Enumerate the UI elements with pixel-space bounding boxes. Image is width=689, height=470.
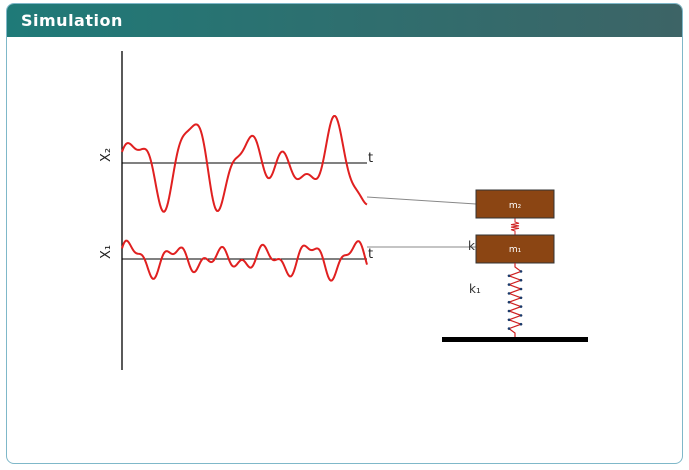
spring-node bbox=[507, 300, 511, 304]
spring-k1-label: k₁ bbox=[469, 282, 481, 296]
spring-node bbox=[507, 283, 511, 286]
spring-node bbox=[519, 270, 523, 273]
spring-node bbox=[519, 322, 523, 326]
spring-node bbox=[519, 305, 523, 308]
mass-m2 bbox=[475, 189, 555, 219]
spring-node bbox=[519, 278, 523, 282]
x2-axis-label: X₂ bbox=[99, 148, 114, 162]
x1-axis-label: X₁ bbox=[99, 245, 114, 259]
spring-node bbox=[507, 327, 511, 330]
spring-node bbox=[507, 274, 511, 278]
x1-waveform bbox=[121, 239, 368, 282]
spring-node bbox=[507, 318, 511, 322]
spring-node bbox=[519, 287, 523, 291]
simulation-canvas: X₂ X₁ t t k m₂ m₁ k₁ bbox=[7, 37, 682, 463]
spring-node bbox=[519, 296, 523, 300]
panel-header: Simulation bbox=[7, 4, 682, 37]
panel-title: Simulation bbox=[21, 11, 123, 30]
spring-node bbox=[507, 292, 511, 295]
x2-waveform bbox=[121, 114, 368, 213]
spring-k2 bbox=[510, 218, 520, 235]
x2-t-label: t bbox=[368, 151, 373, 166]
spring-k1-nodes bbox=[507, 270, 523, 330]
x2-connector-line bbox=[366, 196, 477, 205]
spring-k2-label: k bbox=[468, 239, 475, 253]
mass-m2-label: m₂ bbox=[509, 201, 522, 211]
spring-node bbox=[519, 314, 523, 317]
x1-t-label: t bbox=[368, 247, 373, 262]
spring-node bbox=[507, 309, 511, 313]
spring-k1 bbox=[507, 263, 523, 337]
mass-m1-label: m₁ bbox=[509, 245, 522, 255]
simulation-svg: X₂ X₁ t t k m₂ m₁ k₁ bbox=[99, 51, 588, 370]
ground-bar bbox=[442, 337, 588, 342]
simulation-panel: Simulation X₂ X₁ t t k m₂ bbox=[6, 3, 683, 464]
